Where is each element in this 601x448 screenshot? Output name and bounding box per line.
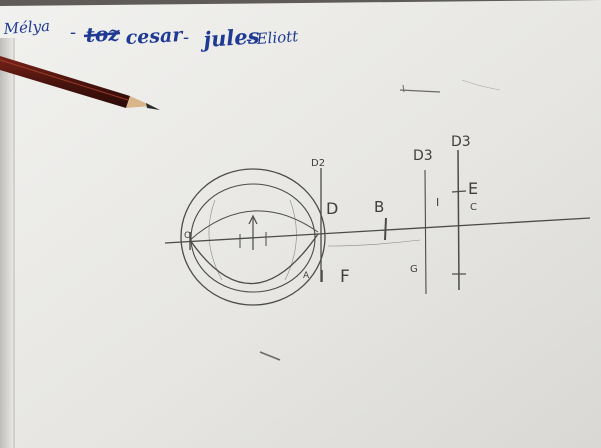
label-i: I — [436, 196, 439, 209]
label-a: A — [303, 271, 310, 281]
axis-line — [164, 217, 591, 244]
label-b: B — [374, 198, 384, 216]
pencil-drawing — [164, 149, 591, 306]
handwritten-names: Mélya - toz cesar - jules - Eliott — [2, 17, 300, 52]
outer-circle — [180, 168, 326, 306]
label-g: G — [410, 264, 418, 275]
paper-edge-left — [0, 38, 14, 448]
stray-marks — [259, 79, 501, 361]
name-eliott: Eliott — [255, 27, 300, 48]
lens-curve-top — [189, 210, 319, 241]
label-d3-right: D3 — [451, 134, 471, 150]
label-d: D — [326, 199, 338, 218]
name-cesar: cesar — [125, 24, 185, 49]
faint-curve-2 — [284, 199, 297, 281]
name-dash-2: - — [183, 27, 189, 48]
label-o: O — [184, 231, 191, 241]
label-d3-left: D3 — [413, 148, 433, 164]
line-d3-left — [424, 169, 427, 295]
lens-curve-bottom — [189, 233, 319, 285]
name-melya: Mélya — [2, 17, 51, 38]
name-dash-3: - — [246, 29, 252, 50]
line-d3-right — [457, 149, 460, 291]
label-d2: D2 — [311, 158, 325, 169]
name-dash-1: - — [70, 22, 76, 43]
faint-curve — [208, 199, 223, 281]
label-f: F — [340, 267, 350, 287]
crossed-out-stroke — [83, 31, 121, 38]
drawing-labels: D2 D3 D3 D B E F G I C A O — [184, 134, 478, 287]
label-e: E — [468, 179, 478, 198]
center-arrow-head — [248, 214, 258, 225]
label-c: C — [470, 202, 477, 213]
marker-b — [384, 217, 387, 241]
pencil — [0, 56, 160, 110]
name-jules: jules — [199, 23, 261, 52]
